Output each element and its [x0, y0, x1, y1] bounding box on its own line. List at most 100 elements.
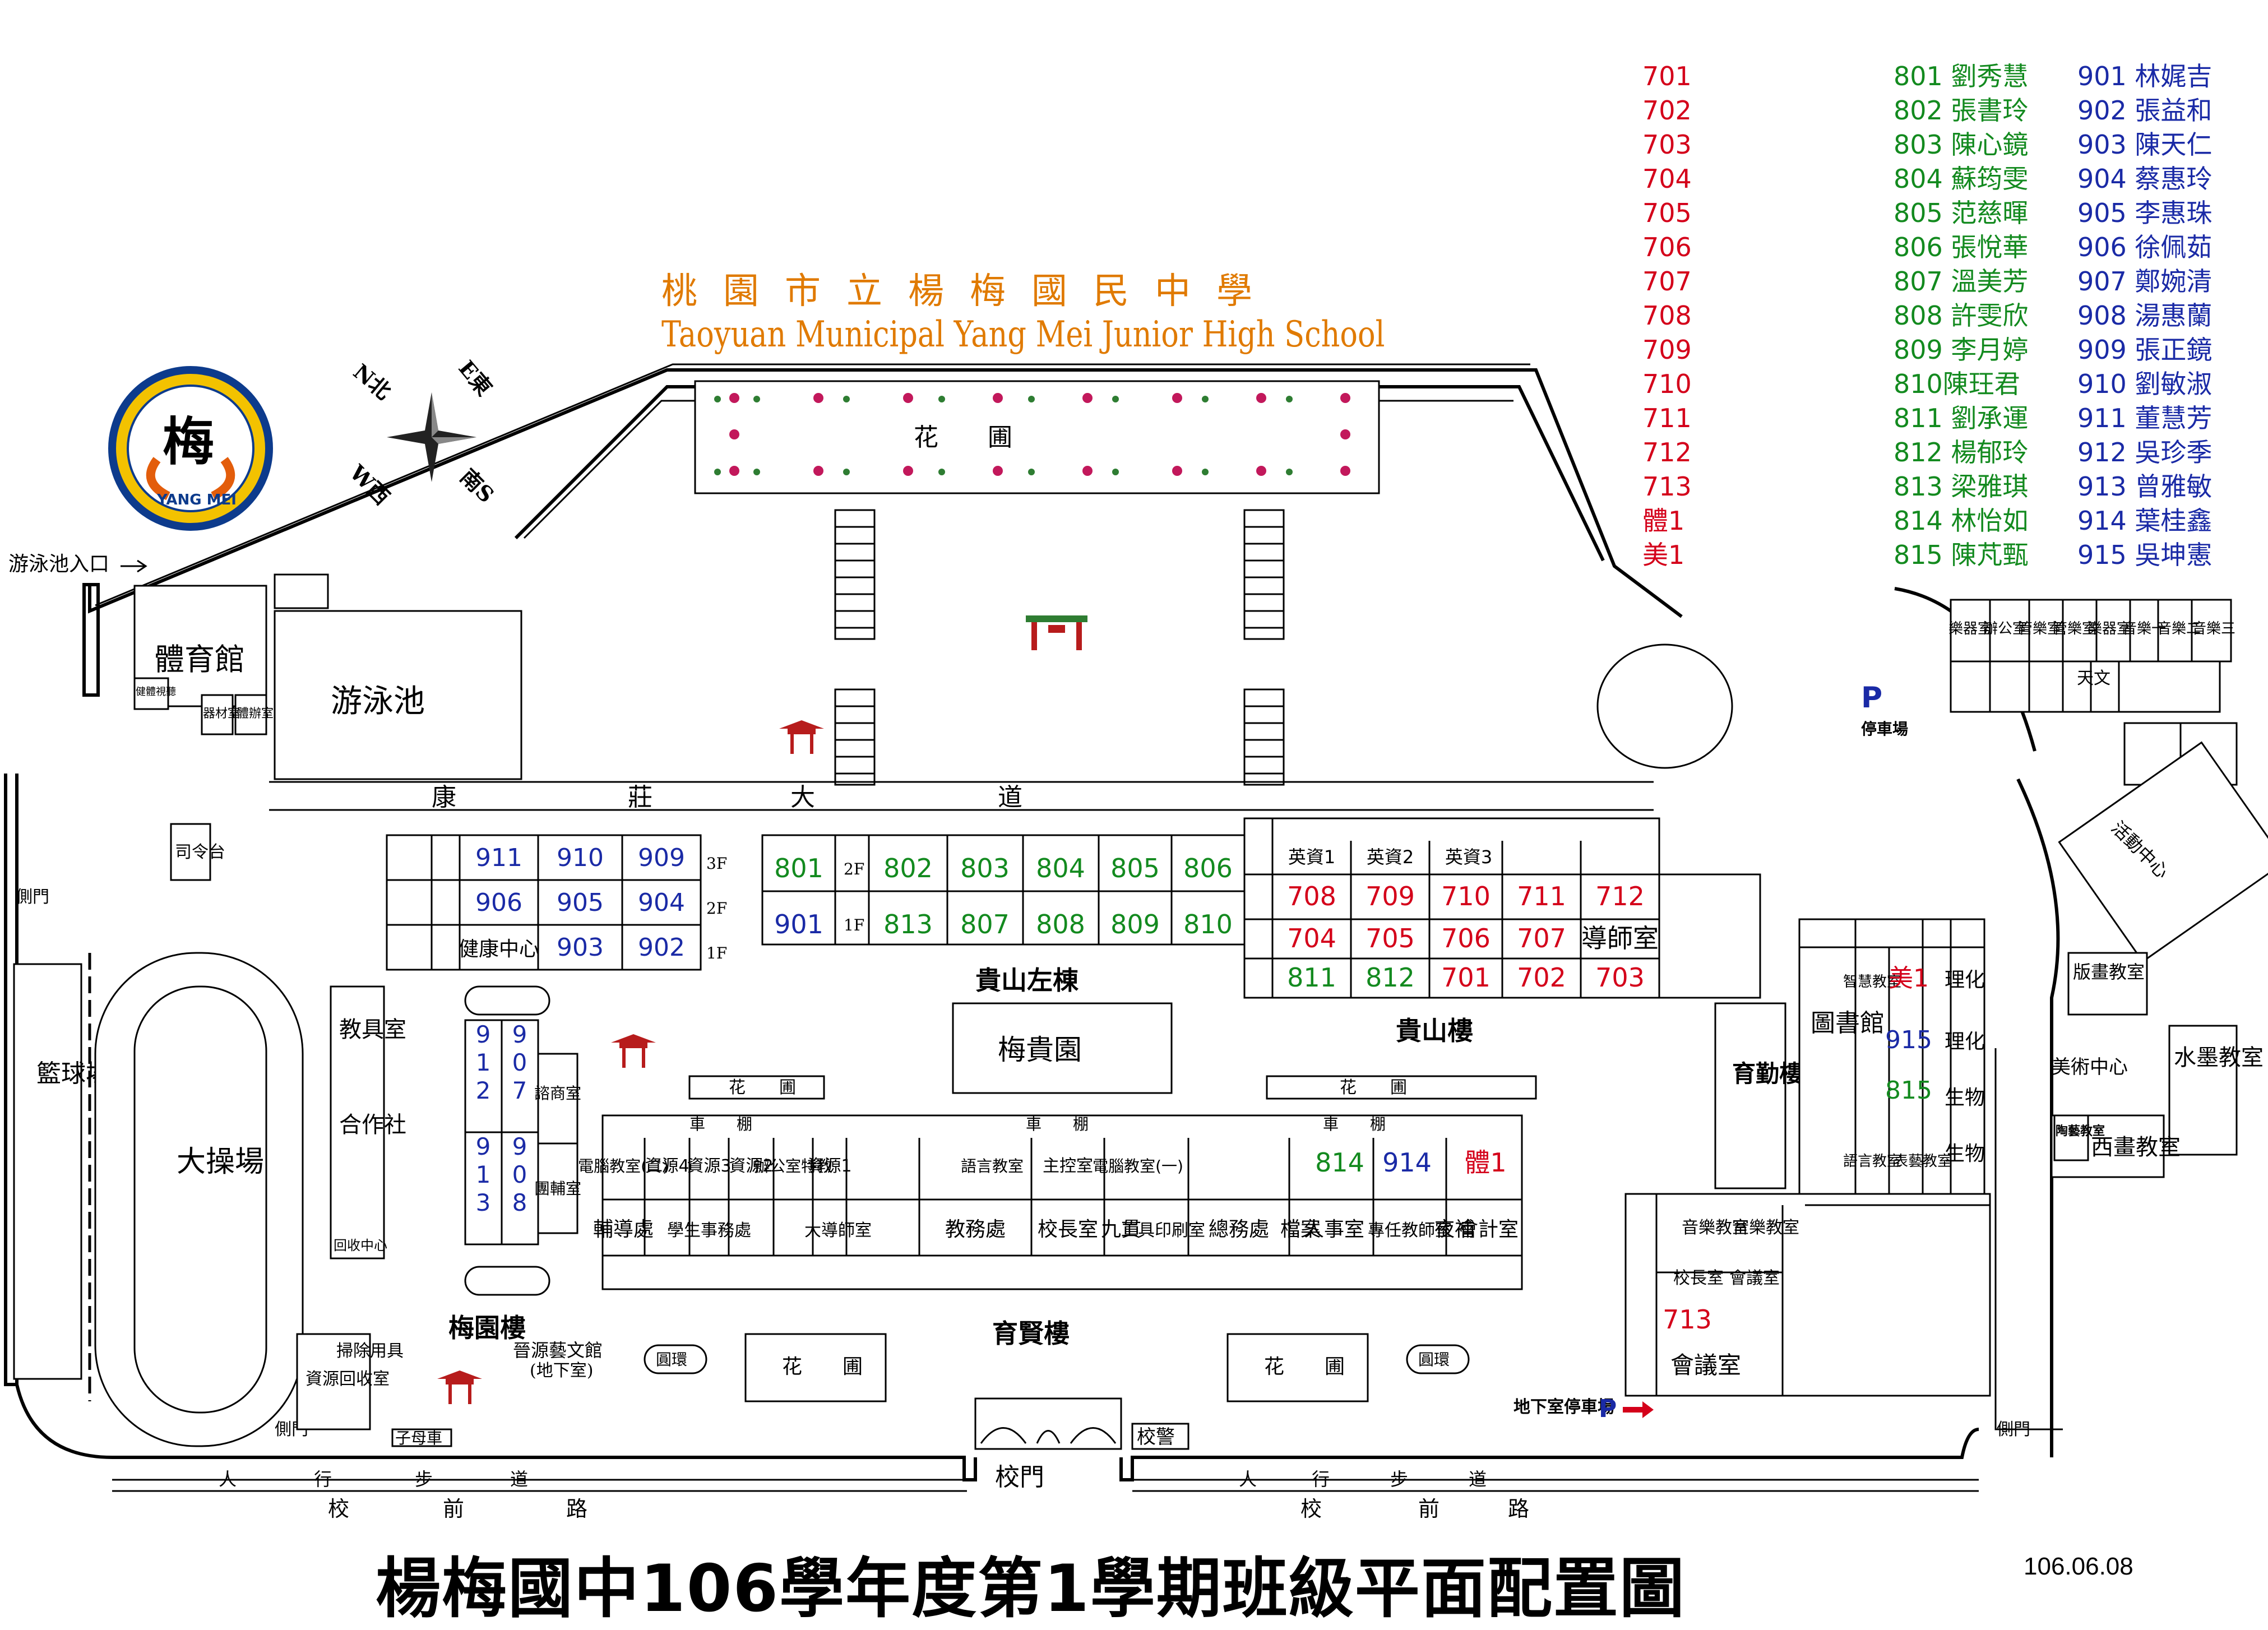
room-label: 914 [1382, 1147, 1432, 1178]
room-label: 703 [1595, 962, 1645, 993]
coop-building: 教具室 合作社 回收中心 資源回收室 掃除用具 子母車 [296, 985, 452, 1447]
art-center-label: 美術中心 [2052, 1056, 2128, 1078]
room-label: 音樂二 [2157, 620, 2201, 637]
room-label: 904 [638, 888, 685, 917]
legend-entry: 美1 [1642, 540, 1685, 570]
legend-entry: 701 [1642, 61, 1692, 91]
legend-entry: 801 劉秀慧 [1894, 61, 2029, 91]
room-label: 表藝教室 [1894, 1153, 1952, 1170]
legend-entry: 914 葉桂鑫 [2077, 506, 2213, 536]
legend-entry: 902 張益和 [2077, 95, 2213, 126]
legend-entry: 704 [1642, 164, 1692, 194]
gym-av-label: 健體視聽 [136, 686, 176, 698]
room-label: 809 [1110, 909, 1160, 939]
legend-entry: 907 鄭婉清 [2077, 266, 2213, 297]
roundabout-left: 圓環 [656, 1350, 687, 1369]
room-label: 檔案 [1280, 1218, 1321, 1241]
room-label: 1 [476, 1049, 491, 1076]
legend-entry: 904 蔡惠玲 [2077, 164, 2213, 194]
road-char-4: 道 [998, 783, 1022, 812]
meeting-label: 會議室 [1670, 1351, 1741, 1379]
legend-entry: 803 陳心鏡 [1894, 129, 2029, 160]
legend-entry: 908 湯惠蘭 [2077, 300, 2213, 331]
legend-entry: 707 [1642, 266, 1692, 297]
basement-parking-label: 地下室停車場 [1513, 1397, 1614, 1417]
room-label: 英資1 [1288, 846, 1335, 868]
room-label: 9 [512, 1021, 527, 1048]
room-label: 夜補 [1434, 1218, 1475, 1241]
map-title: 楊梅國中106學年度第1學期班級平面配置圖 [376, 1551, 1686, 1627]
room-label: 音樂教室 [1732, 1218, 1799, 1238]
legend-entry: 807 溫美芳 [1894, 266, 2029, 297]
svg-text:3F: 3F [706, 854, 727, 873]
pool-label: 游泳池 [331, 683, 425, 720]
legend-entry: 體1 [1642, 506, 1685, 536]
room-label: 導師室 [1581, 923, 1659, 953]
legend-entry: 711 [1642, 403, 1692, 433]
legend-entry: 911 董慧芳 [2077, 403, 2213, 433]
room-label: 815 [1885, 1076, 1932, 1105]
guishan-left-label: 貴山左棟 [975, 965, 1079, 995]
sidewalk-1: 人 [219, 1469, 237, 1490]
road-char-1: 康 [432, 783, 456, 812]
legend-entry: 705 [1642, 198, 1692, 228]
legend-entry: 906 徐佩茹 [2077, 232, 2213, 262]
room-label: 智慧教室 [1843, 974, 1901, 990]
yuqin-label: 育勤樓 [1732, 1060, 1803, 1087]
room-label: 802 [883, 853, 933, 883]
room-label: 712 [1595, 881, 1645, 911]
caretaker-label: 掃除用具 [336, 1341, 404, 1361]
sports-field: 籃球場 大操場 司令台 側門 側門 側門 [13, 823, 2030, 1447]
legend-entry: 713 [1642, 471, 1692, 502]
room-label: 管樂室 [2053, 620, 2096, 637]
room-label: 0 [512, 1049, 527, 1076]
room-label: 7 [512, 1077, 527, 1104]
western-label: 西畫教室 [2091, 1134, 2181, 1160]
room-label: 團輔室 [534, 1179, 581, 1198]
room-label: 713 [1663, 1304, 1712, 1335]
room-label: 管樂室 [2018, 620, 2062, 637]
sidewalk-2: 行 [314, 1469, 332, 1490]
gym-label: 體育館 [154, 642, 245, 677]
room-label: 705 [1366, 923, 1415, 953]
underground-label: (地下室) [530, 1361, 593, 1381]
carshed-label-2: 車 棚 [1026, 1115, 1089, 1133]
campus-boundary [4, 363, 2063, 1481]
room-label: 健康中心 [459, 938, 539, 961]
garden-bottom-left: 花 圃 [782, 1355, 863, 1378]
room-label: 語言教室 [1843, 1153, 1901, 1170]
legend-entry: 808 許雯欣 [1894, 300, 2029, 331]
legend-entry: 712 [1642, 437, 1692, 467]
svg-text:1F: 1F [706, 944, 727, 962]
road-bands: 康 莊 大 道 [269, 781, 1654, 812]
room-label: 805 [1110, 853, 1160, 883]
legend-entry: 913 曾雅敏 [2077, 471, 2213, 502]
road-char-3: 大 [790, 783, 815, 812]
pottery-label: 陶藝教室 [2056, 1124, 2105, 1138]
gate-label: 校門 [995, 1463, 1044, 1492]
room-label: 814 [1315, 1147, 1364, 1178]
school-logo: 梅 YANG MEI [108, 366, 273, 531]
side-gate-label-right: 側門 [1997, 1420, 2030, 1439]
room-label: 801 [774, 853, 823, 883]
legend-entry: 804 蘇筠雯 [1894, 164, 2029, 194]
legend-entry: 802 張書玲 [1894, 95, 2029, 126]
legend-entry: 909 張正鏡 [2077, 335, 2213, 365]
room-label: 資源2 [729, 1156, 773, 1176]
bottom-gardens: 花 圃 花 圃 圓環 圓環 [644, 643, 1733, 1402]
track-label: 大操場 [177, 1145, 264, 1179]
pool-entrance-label: 游泳池入口 [8, 553, 109, 576]
room-label: 辦公室特教 [754, 1157, 832, 1175]
room-label: 生物 [1945, 1086, 1985, 1109]
room-label: 生物 [1945, 1142, 1985, 1165]
carshed-label-3: 車 棚 [1323, 1115, 1386, 1133]
room-label: 2 [476, 1077, 491, 1104]
arch-gate-icon [1026, 615, 1087, 650]
room-label: 808 [1036, 909, 1085, 939]
legend-entry: 710 [1642, 369, 1692, 399]
legend-entry: 912 吳珍季 [2077, 437, 2213, 467]
room-label: 905 [557, 888, 604, 917]
